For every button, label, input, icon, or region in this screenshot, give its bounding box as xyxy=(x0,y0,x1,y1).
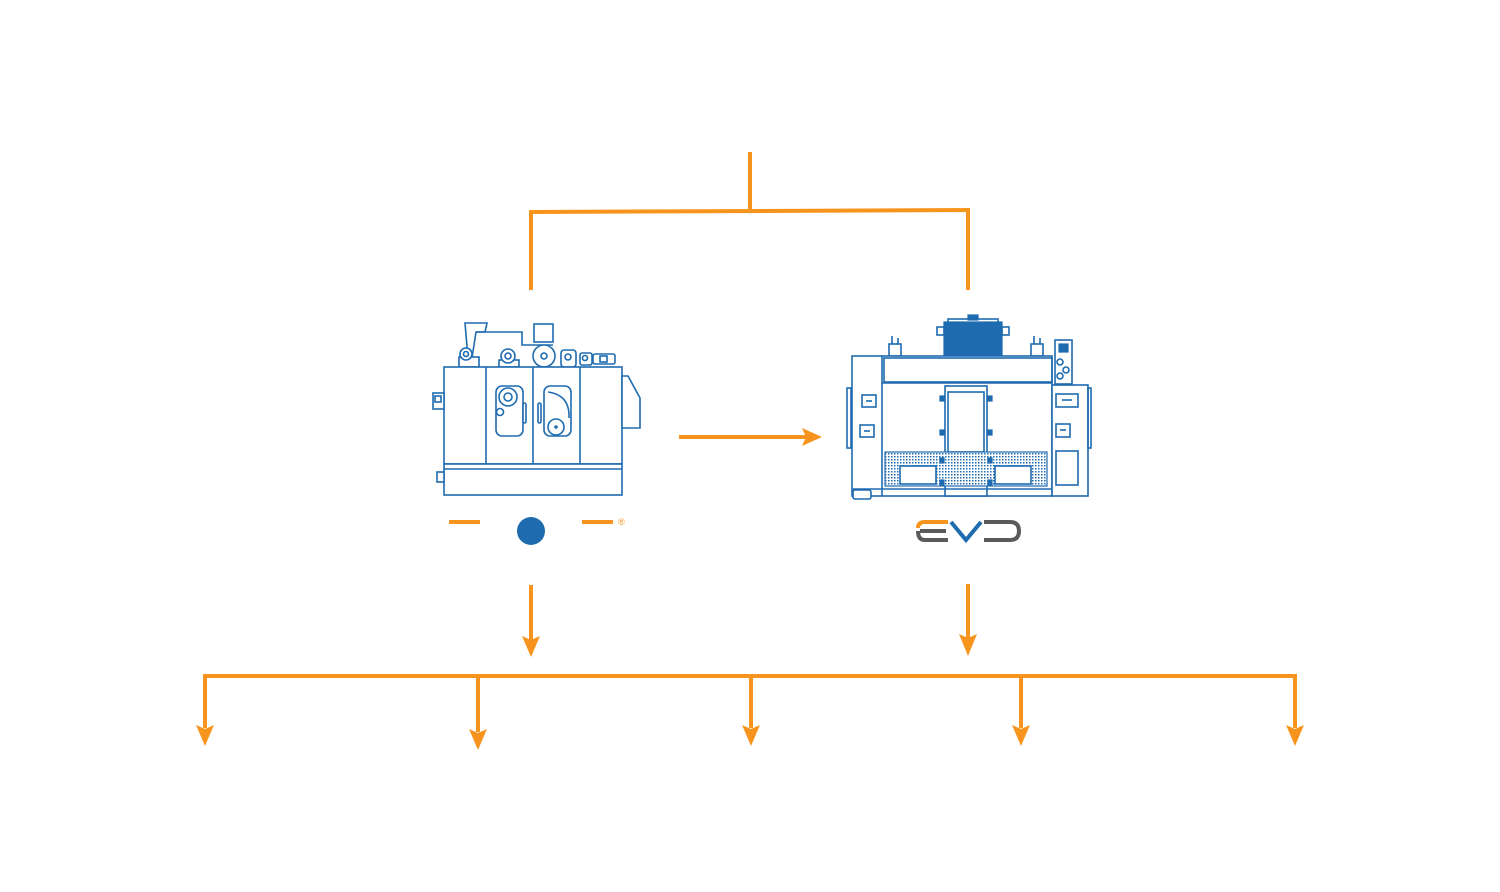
logo-orange-dash-right xyxy=(582,520,613,524)
output-arrow-5 xyxy=(1286,676,1304,746)
right-machine-logo-evd: EVD xyxy=(916,520,1022,561)
output-arrow-3 xyxy=(742,676,760,746)
splitter-branch-line xyxy=(529,207,970,290)
machine-right-icon xyxy=(846,314,1092,500)
registered-mark: ® xyxy=(618,517,625,527)
machine-left-icon xyxy=(432,322,641,496)
output-arrow-1 xyxy=(196,676,214,746)
evd-logo-text: EVD xyxy=(967,559,969,561)
logo-blue-dot xyxy=(517,517,545,545)
logo-orange-dash-left xyxy=(449,520,480,524)
top-splitter-connector xyxy=(529,152,970,290)
left-machine-logo: ® xyxy=(449,517,625,545)
arrow-left-to-right-machine xyxy=(679,428,822,446)
output-arrow-4 xyxy=(1012,676,1030,746)
arrow-right-machine-down xyxy=(959,584,977,656)
output-arrow-2 xyxy=(469,676,487,750)
arrow-left-machine-down xyxy=(522,585,540,657)
